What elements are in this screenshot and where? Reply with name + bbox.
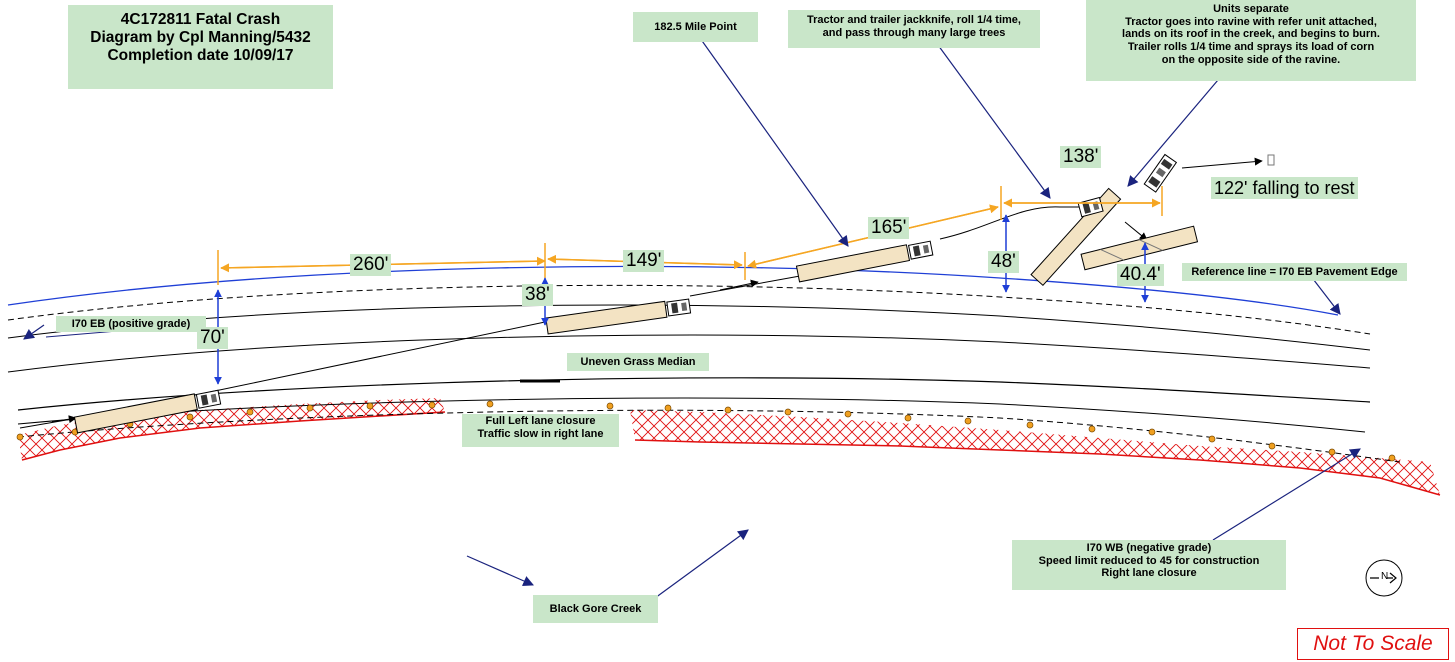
units-separate-line-4: Trailer rolls 1/4 time and sprays its lo… — [1127, 40, 1375, 53]
vehicle-trailer-rest — [1080, 225, 1199, 271]
dimension-260: 260' — [350, 254, 392, 276]
lane-closure-note: Full Left lane closure Traffic slow in r… — [462, 414, 619, 447]
median-line — [17, 377, 1371, 411]
compass-north-label: N — [1381, 571, 1389, 582]
i70-wb-line-1: I70 WB (negative grade) — [1086, 542, 1212, 554]
not-to-scale-badge: Not To Scale — [1297, 628, 1449, 660]
title-box: 4C172811 Fatal Crash Diagram by Cpl Mann… — [68, 5, 333, 89]
units-separate-line-1: Units separate — [1213, 3, 1289, 15]
lane-closure-line-2: Traffic slow in right lane — [477, 427, 604, 440]
dimension-48: 48' — [988, 251, 1019, 273]
vehicle-position-1 — [73, 389, 222, 434]
creek-text: Black Gore Creek — [549, 603, 642, 615]
units-separate-note: Units separate Tractor goes into ravine … — [1086, 0, 1416, 81]
pointer-arrows — [23, 37, 1361, 599]
jackknife-line-2: and pass through many large trees — [822, 26, 1006, 39]
dimension-falling-to-rest: 122' falling to rest — [1211, 177, 1358, 199]
dimension-70: 70' — [197, 327, 228, 349]
title-line-2: Diagram by Cpl Manning/5432 — [90, 28, 311, 46]
i70-wb-note: I70 WB (negative grade) Speed limit redu… — [1012, 540, 1286, 590]
dimension-40-4: 40.4' — [1117, 264, 1164, 286]
i70-eb-text: I70 EB (positive grade) — [71, 318, 191, 330]
orange-dimensions — [217, 186, 1163, 285]
units-separate-line-3: lands on its roof in the creek, and begi… — [1122, 28, 1380, 41]
dimension-138: 138' — [1060, 146, 1102, 168]
construction-zone-left — [18, 398, 445, 460]
vehicle-path — [19, 206, 1100, 429]
falling-arrow — [1181, 157, 1263, 169]
i70-eb-label: I70 EB (positive grade) — [56, 316, 206, 332]
eb-shoulder-line — [7, 334, 1371, 373]
reference-line-text: Reference line = I70 EB Pavement Edge — [1191, 266, 1398, 278]
dimension-165: 165' — [868, 217, 910, 239]
units-separate-line-5: on the opposite side of the ravine. — [1161, 53, 1341, 66]
vehicle-position-2 — [545, 298, 692, 335]
compass-icon — [1365, 559, 1403, 597]
tractor-rest-marker — [1267, 154, 1275, 166]
i70-wb-line-3: Right lane closure — [1101, 567, 1197, 580]
construction-cones — [16, 400, 1396, 462]
title-line-1: 4C172811 Fatal Crash — [120, 11, 281, 28]
median-label: Uneven Grass Median — [567, 353, 709, 371]
vehicle-position-3 — [795, 240, 934, 283]
reference-line-label: Reference line = I70 EB Pavement Edge — [1182, 263, 1407, 281]
construction-zone-right — [630, 410, 1440, 495]
eb-inner-edge — [7, 304, 1371, 351]
dimension-38: 38' — [522, 284, 553, 306]
mile-point-text: 182.5 Mile Point — [654, 21, 737, 33]
path-arrow-3 — [1124, 221, 1148, 241]
title-line-3: Completion date 10/09/17 — [107, 46, 294, 64]
path-arrow-1 — [51, 415, 77, 424]
mile-point-label: 182.5 Mile Point — [633, 12, 758, 42]
wb-edge — [17, 397, 1366, 433]
lane-closure-line-1: Full Left lane closure — [485, 415, 596, 427]
jackknife-note: Tractor and trailer jackknife, roll 1/4 … — [788, 10, 1040, 48]
median-text: Uneven Grass Median — [580, 356, 696, 368]
construction-edge-left — [21, 411, 446, 461]
construction-edge-right — [634, 439, 1441, 496]
jackknife-line-1: Tractor and trailer jackknife, roll 1/4 … — [807, 14, 1021, 26]
creek-label: Black Gore Creek — [533, 595, 658, 623]
dimension-149: 149' — [623, 250, 665, 272]
path-arrow-2 — [719, 279, 759, 291]
i70-wb-line-2: Speed limit reduced to 45 for constructi… — [1038, 554, 1260, 567]
vehicle-tractor-ravine — [1143, 153, 1178, 193]
wb-lane-line-dashed — [17, 409, 1401, 463]
units-separate-line-2: Tractor goes into ravine with refer unit… — [1125, 15, 1377, 28]
